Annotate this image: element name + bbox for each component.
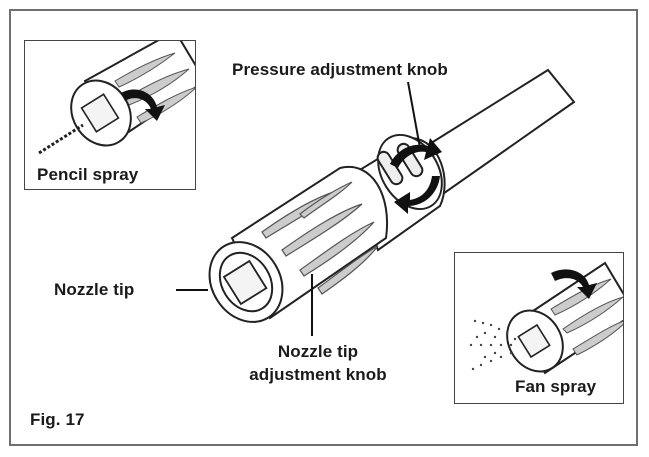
figure-label: Fig. 17 bbox=[30, 410, 85, 429]
pressure-knob-label: Pressure adjustment knob bbox=[232, 60, 448, 79]
nozzle-tip-knob-label-line2: adjustment knob bbox=[249, 365, 387, 384]
nozzle-body bbox=[208, 165, 389, 323]
leader-lines bbox=[176, 81, 421, 336]
pencil-spray-drawing bbox=[38, 41, 195, 155]
fan-spray-drawing bbox=[469, 261, 623, 375]
nozzle-tip-knob-label: Nozzle tip adjustment knob bbox=[230, 340, 406, 386]
fan-mist bbox=[469, 319, 517, 371]
nozzle-tip-knob-label-line1: Nozzle tip bbox=[277, 342, 359, 361]
fan-rotate-arrow bbox=[551, 269, 597, 299]
fan-spray-label: Fan spray bbox=[515, 377, 597, 396]
pencil-jet bbox=[38, 123, 84, 155]
pressure-knob bbox=[348, 133, 446, 252]
pencil-spray-inset: Pencil spray bbox=[24, 40, 196, 190]
pencil-rotate-arrow bbox=[121, 89, 165, 121]
pressure-rotate-arrow bbox=[390, 138, 442, 214]
nozzle-tip-label: Nozzle tip bbox=[54, 280, 135, 299]
pencil-spray-label: Pencil spray bbox=[37, 165, 139, 184]
fan-spray-inset: Fan spray bbox=[454, 252, 624, 404]
